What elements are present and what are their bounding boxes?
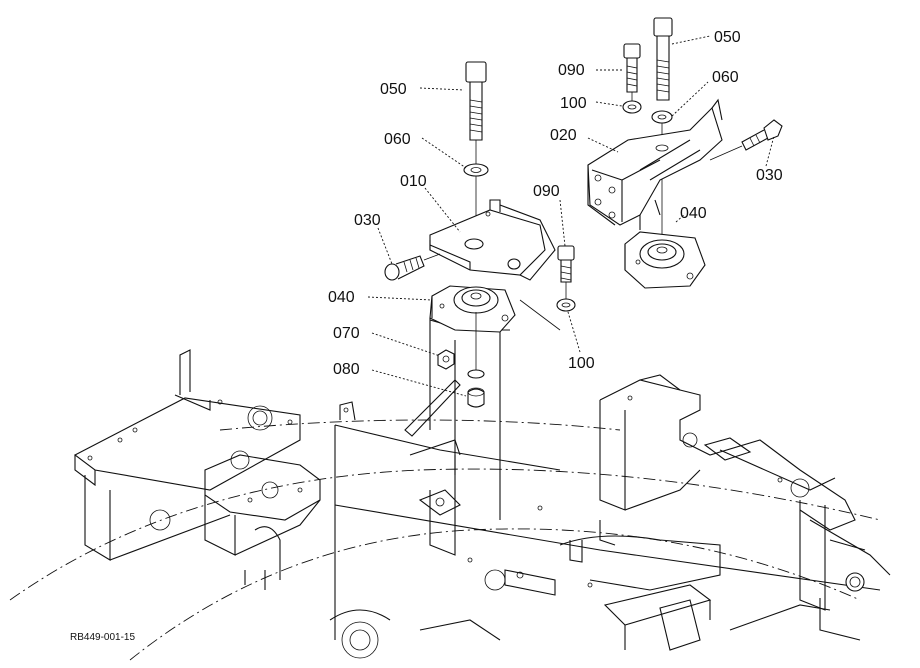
washer-100-right <box>622 100 642 114</box>
washer-100-middle <box>556 298 576 312</box>
bracket-010 <box>429 199 556 281</box>
bolt-030-right <box>741 119 783 151</box>
callout-050-right: 050 <box>714 29 741 46</box>
figure-reference-code: RB449-001-15 <box>70 632 135 643</box>
leader-lines <box>367 35 775 397</box>
callout-090-middle: 090 <box>533 183 560 200</box>
engine-frame <box>9 318 891 661</box>
callout-040-left: 040 <box>328 289 355 306</box>
callout-060-left: 060 <box>384 131 411 148</box>
callout-020: 020 <box>550 127 577 144</box>
bolt-050-left <box>465 61 487 141</box>
bracket-020 <box>587 98 723 230</box>
callout-030-right: 030 <box>756 167 783 184</box>
callout-040-right: 040 <box>680 205 707 222</box>
bolt-050-right <box>653 17 673 101</box>
callout-090-right: 090 <box>558 62 585 79</box>
washer-060-left <box>463 163 489 177</box>
washer-060-right <box>651 110 673 124</box>
callout-030-left: 030 <box>354 212 381 229</box>
spacer-080 <box>467 369 485 408</box>
nut-070 <box>437 349 455 370</box>
callout-080: 080 <box>333 361 360 378</box>
callout-010: 010 <box>400 173 427 190</box>
callout-070: 070 <box>333 325 360 342</box>
bolt-090-middle <box>557 245 575 283</box>
callout-050-left: 050 <box>380 81 407 98</box>
mount-040-right <box>624 231 706 289</box>
callout-060-right: 060 <box>712 69 739 86</box>
bolt-030-left <box>384 255 425 281</box>
callout-100-right: 100 <box>560 95 587 112</box>
callout-100-middle: 100 <box>568 355 595 372</box>
bolt-090-right <box>623 43 641 93</box>
mount-040-left <box>429 285 516 333</box>
